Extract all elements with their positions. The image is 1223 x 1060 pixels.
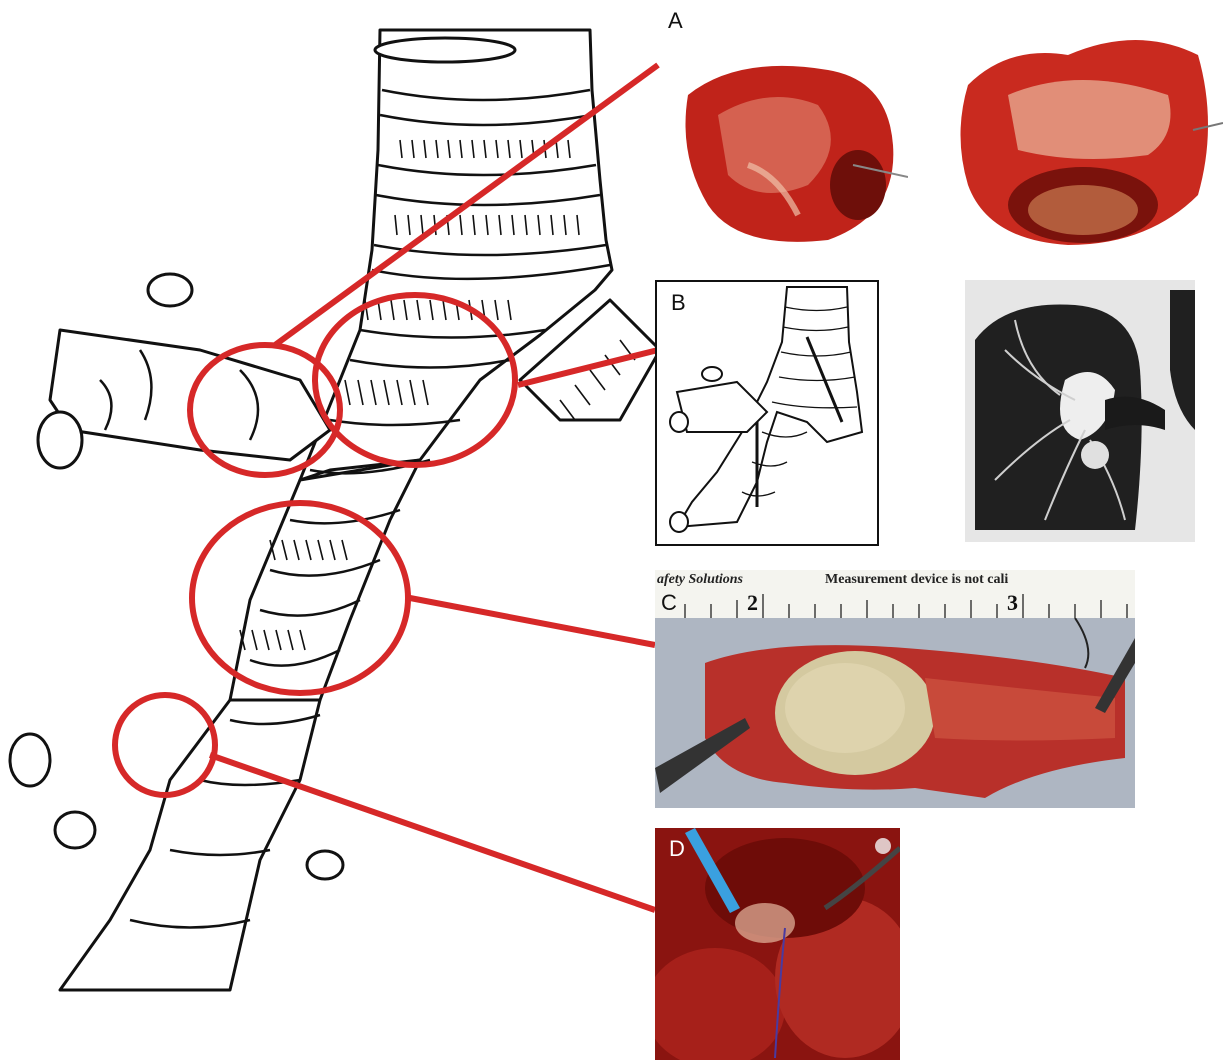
callout-circle-b — [315, 295, 515, 465]
schematic-drawing — [657, 282, 877, 544]
specimen-photo-a1 — [678, 55, 908, 250]
leader-line-c — [410, 598, 655, 645]
panel-label-c: C — [661, 592, 677, 614]
panel-label-b: B — [671, 292, 686, 314]
callout-circle-c — [192, 503, 408, 693]
leader-line-d — [210, 755, 655, 910]
panel-label-d: D — [669, 838, 685, 860]
panel-label-a: A — [668, 10, 683, 32]
ruler-ticks — [655, 570, 1135, 618]
specimen-photo-a2 — [948, 15, 1223, 250]
measurement-ruler: afety Solutions Measurement device is no… — [655, 570, 1135, 619]
schematic-panel-b: B — [655, 280, 879, 546]
intraoperative-photo: D — [655, 828, 900, 1060]
leader-line-a — [275, 65, 658, 345]
ct-scan-image — [965, 280, 1195, 542]
leader-line-b — [518, 350, 658, 385]
callout-circle-d — [115, 695, 215, 795]
resected-segment-photo — [655, 618, 1135, 808]
